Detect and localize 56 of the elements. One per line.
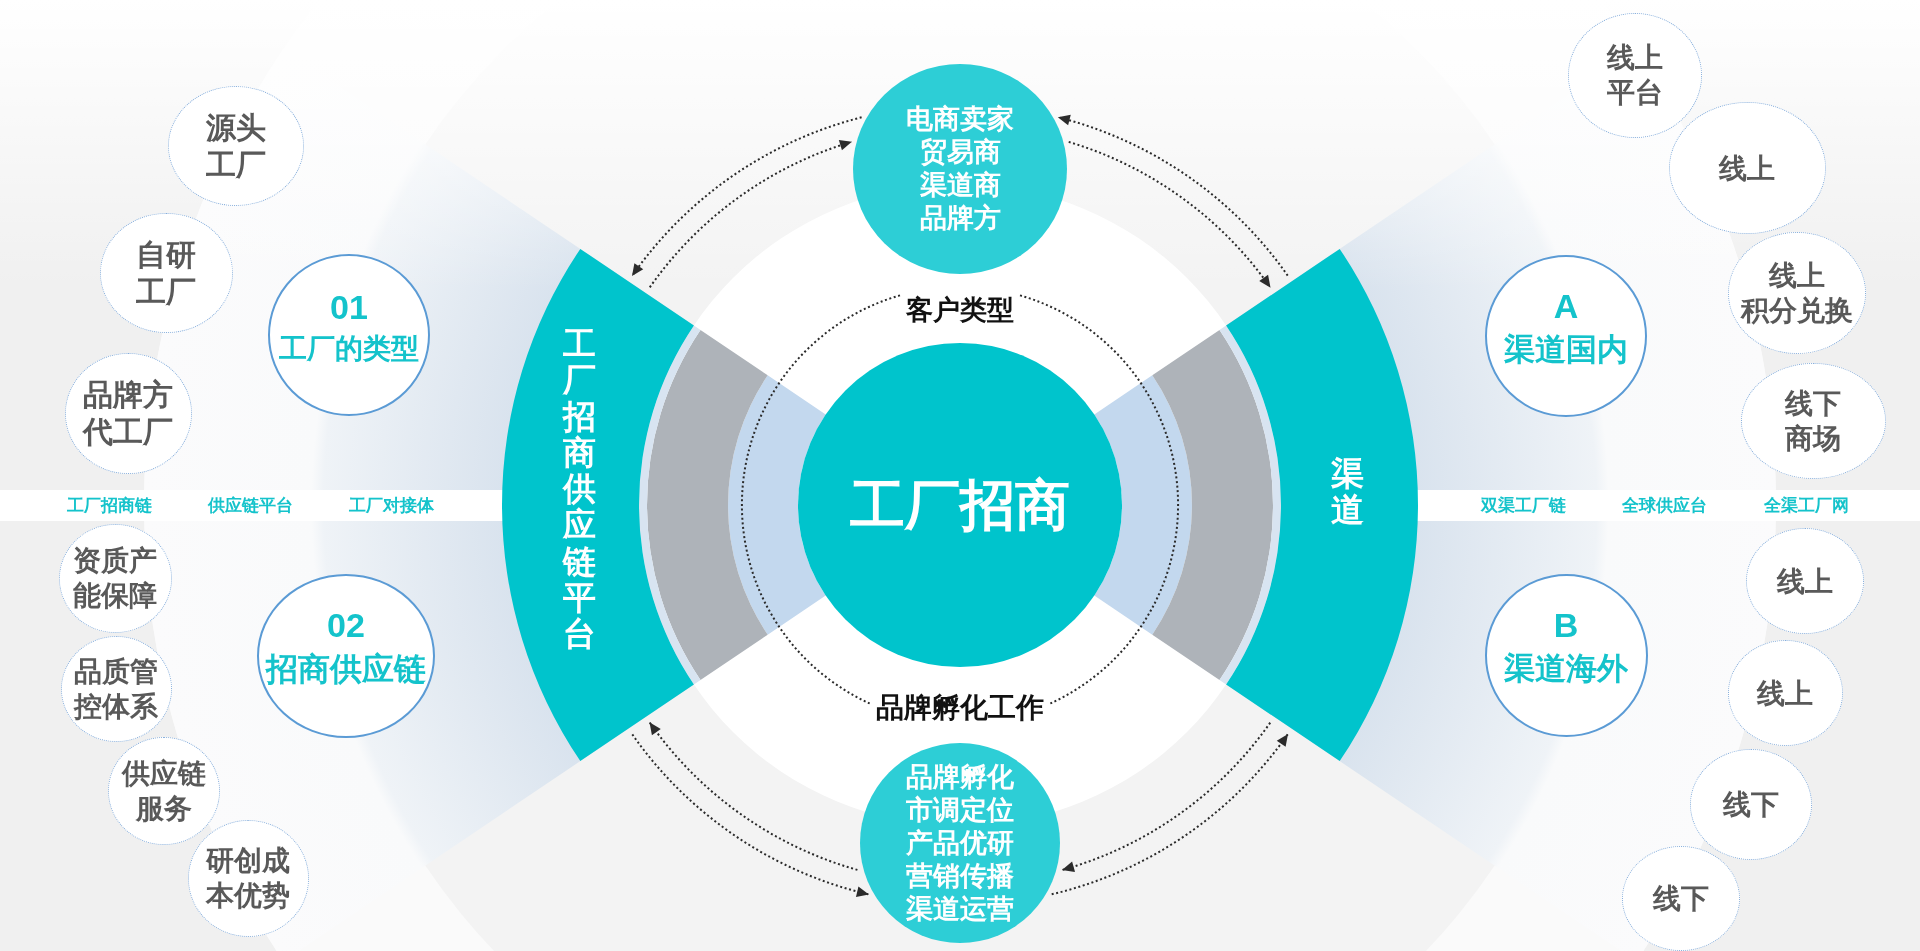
circle-label: 线上 [1769, 259, 1825, 293]
category-number: B [1553, 605, 1579, 646]
dotted-line [740, 294, 901, 705]
category-number: 02 [327, 605, 365, 647]
strip-label: 工厂招商链 [66, 495, 152, 517]
category-number: A [1553, 286, 1579, 327]
band-title: 渠道 [1330, 455, 1364, 529]
circle-label: 积分兑换 [1741, 294, 1853, 328]
list-item: 渠道运营 [906, 892, 1014, 926]
list-item: 品牌方 [919, 202, 1001, 235]
band-title: 工厂招商供应链平台 [562, 325, 596, 653]
circle-label: 线下 [1723, 787, 1779, 822]
category-title: 工厂的类型 [279, 331, 419, 366]
dotted-arrow [1061, 721, 1272, 872]
circle-label: 平台 [1607, 76, 1663, 110]
circle-label: 品牌方代工厂 [81, 376, 174, 450]
list-item: 贸易商 [919, 136, 1001, 169]
strip-label: 全球供应台 [1621, 495, 1707, 517]
category-title: 渠道国内 [1504, 330, 1628, 368]
circle-label: 商场 [1785, 422, 1841, 456]
dotted-arrow [648, 721, 859, 871]
dotted-arrow [631, 733, 870, 897]
dotted-arrow [1057, 115, 1289, 277]
circle-label: 线上 [1757, 676, 1813, 711]
circle-label: 线上 [1719, 151, 1775, 186]
circle-label: 研创成本优势 [204, 844, 291, 913]
list-item: 市调定位 [906, 793, 1014, 827]
circle-label: 资质产能保障 [72, 544, 158, 613]
center-title: 工厂招商 [850, 474, 1070, 536]
circle-label: 线上 [1777, 564, 1833, 599]
circle-label: 供应链服务 [120, 757, 207, 826]
list-heading: 品牌孵化工作 [876, 692, 1044, 724]
strip-label: 供应链平台 [207, 495, 293, 517]
category-title: 招商供应链 [266, 650, 426, 689]
circle-label: 线下 [1653, 881, 1709, 916]
circle-label: 线上 [1607, 41, 1663, 75]
strip-label: 双渠工厂链 [1480, 495, 1566, 517]
strip-label: 全渠工厂网 [1763, 495, 1849, 517]
list-item: 电商卖家 [906, 103, 1014, 136]
dotted-arrow [648, 140, 853, 289]
list-heading: 客户类型 [906, 296, 1014, 326]
dotted-arrow [1050, 733, 1289, 896]
circle-label: 自研工厂 [135, 236, 197, 310]
category-number: 01 [330, 286, 368, 328]
circle-label: 线下 [1785, 387, 1841, 421]
list-item: 品牌孵化 [906, 760, 1014, 794]
circle-label: 品质管控体系 [72, 655, 159, 724]
list-item: 营销传播 [906, 859, 1014, 893]
dotted-arrow [1067, 140, 1272, 289]
circle-label: 源头工厂 [205, 109, 267, 183]
category-title: 渠道海外 [1504, 649, 1628, 687]
list-item: 产品优研 [906, 826, 1014, 860]
dotted-line [1019, 294, 1180, 705]
strip-label: 工厂对接体 [348, 495, 434, 517]
dotted-arrow [631, 116, 863, 277]
list-item: 渠道商 [919, 169, 1001, 202]
